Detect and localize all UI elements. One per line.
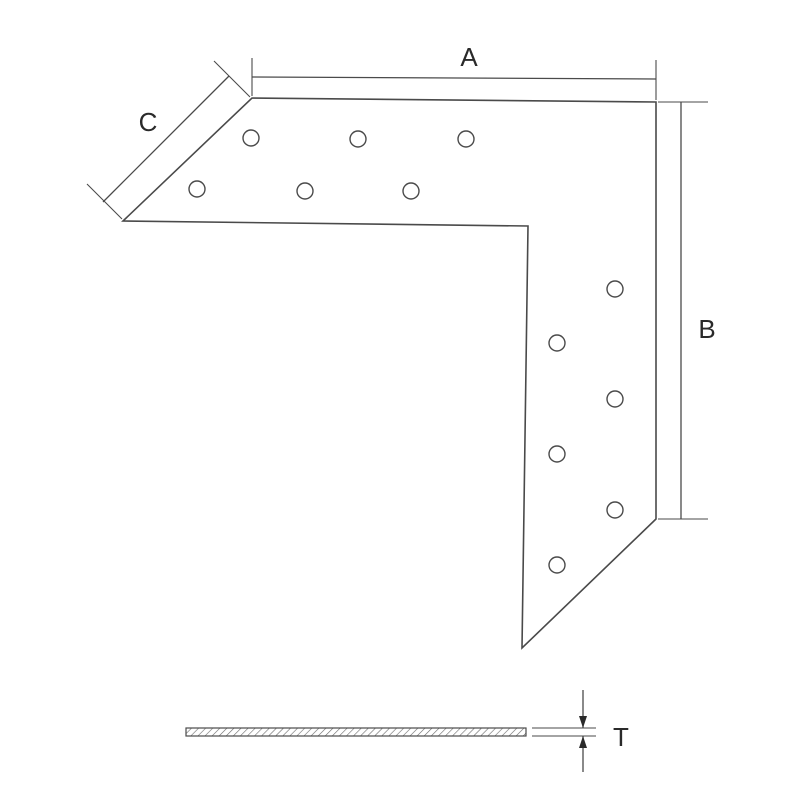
hole bbox=[548, 445, 566, 463]
dimension-label-t: T bbox=[613, 722, 629, 752]
dimension-a: A bbox=[251, 42, 657, 100]
hole bbox=[242, 129, 260, 147]
arrow-down-icon bbox=[579, 716, 587, 728]
dimension-label-a: A bbox=[460, 42, 478, 72]
plate-section bbox=[185, 727, 527, 737]
extension-line bbox=[213, 60, 251, 98]
hole bbox=[606, 280, 624, 298]
hole bbox=[606, 390, 624, 408]
dimension-label-c: C bbox=[139, 107, 158, 137]
hole bbox=[296, 182, 314, 200]
arrow-up-icon bbox=[579, 736, 587, 748]
dimension-line-a bbox=[251, 76, 657, 80]
dimension-c: C bbox=[86, 60, 251, 220]
hole bbox=[457, 130, 475, 148]
dimension-line-c bbox=[102, 75, 230, 203]
corner-plate-outline bbox=[121, 97, 657, 650]
hole bbox=[548, 334, 566, 352]
hole bbox=[349, 130, 367, 148]
holes-group bbox=[188, 129, 624, 574]
dimension-label-b: B bbox=[698, 314, 715, 344]
extension-line bbox=[86, 183, 123, 220]
hole bbox=[606, 501, 624, 519]
hole bbox=[548, 556, 566, 574]
thickness-section: T bbox=[185, 690, 629, 772]
dimension-b: B bbox=[658, 101, 716, 520]
hole bbox=[188, 180, 206, 198]
hole bbox=[402, 182, 420, 200]
